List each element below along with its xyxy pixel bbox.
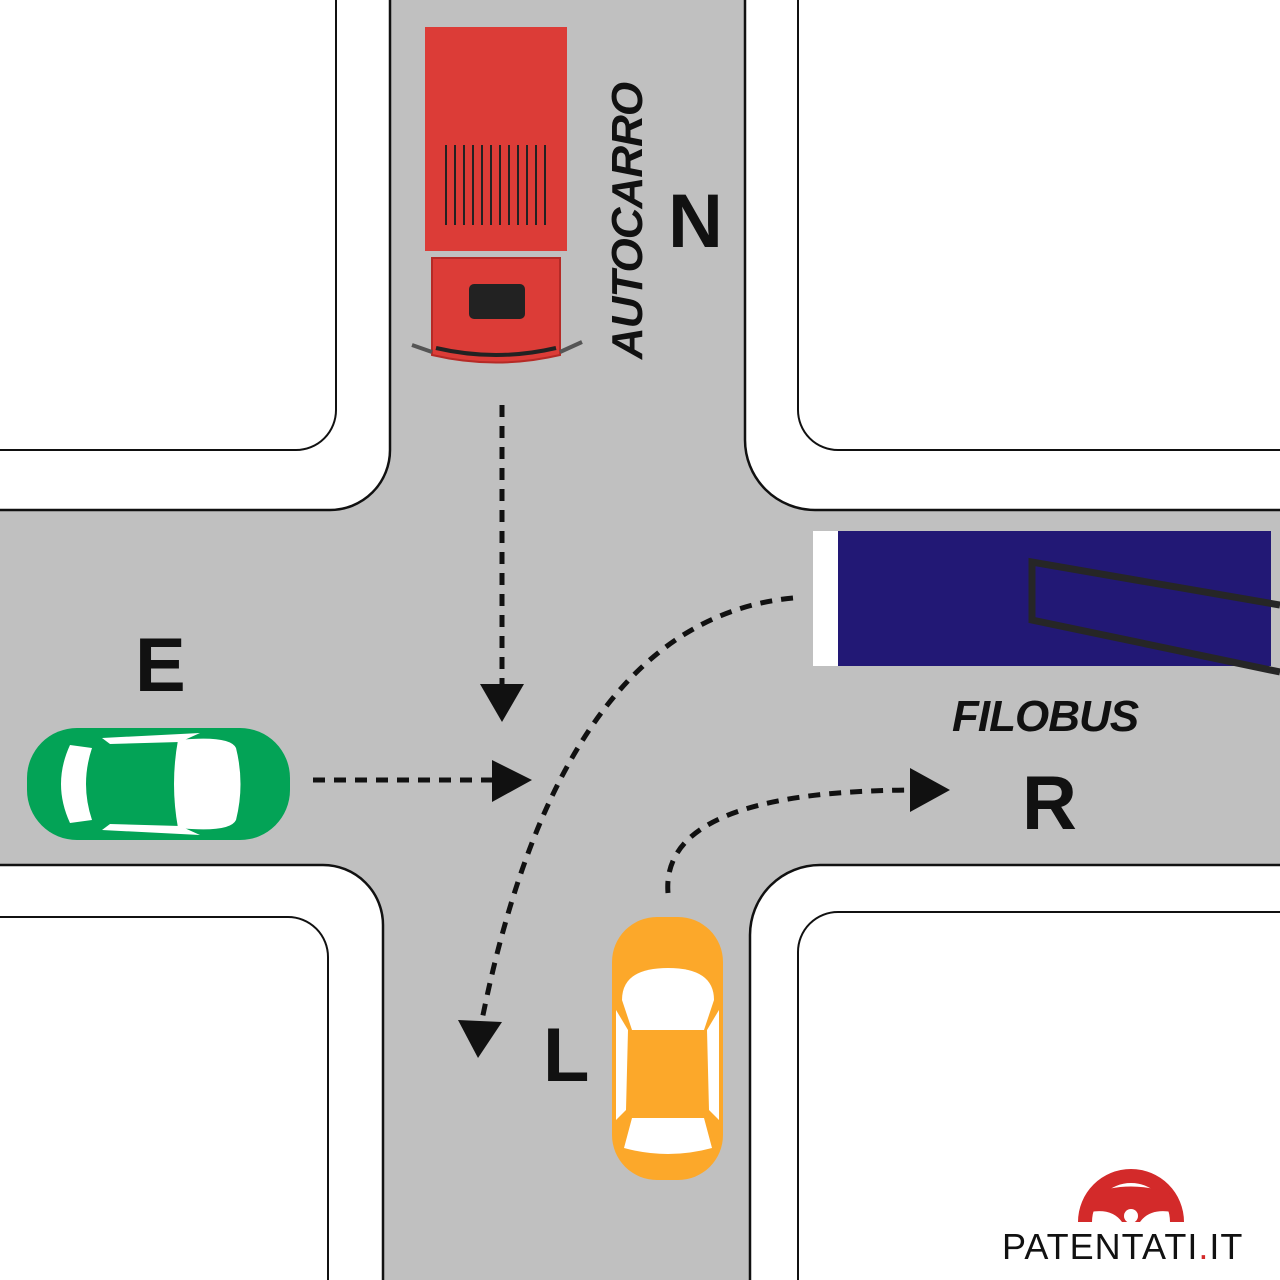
block-top-left <box>0 0 390 510</box>
label-trolleybus: FILOBUS <box>952 692 1138 742</box>
block-bottom-left <box>0 865 383 1280</box>
patentati-logo-text: PATENTATI.IT <box>1002 1226 1243 1268</box>
label-east: E <box>135 622 186 709</box>
trolleybus-filobus <box>813 531 1280 672</box>
label-right: R <box>1022 760 1077 847</box>
logo-dot: . <box>1198 1226 1209 1267</box>
logo-text-main: PATENTATI <box>1002 1226 1198 1267</box>
truck-autocarro <box>412 27 582 363</box>
label-truck: AUTOCARRO <box>603 81 653 361</box>
block-top-right <box>745 0 1280 510</box>
logo-text-tld: IT <box>1209 1226 1243 1267</box>
car-green-e <box>27 728 290 840</box>
label-left: L <box>543 1012 589 1099</box>
block-bottom-right <box>750 865 1280 1280</box>
car-orange-l <box>612 917 723 1180</box>
label-north: N <box>668 178 723 265</box>
